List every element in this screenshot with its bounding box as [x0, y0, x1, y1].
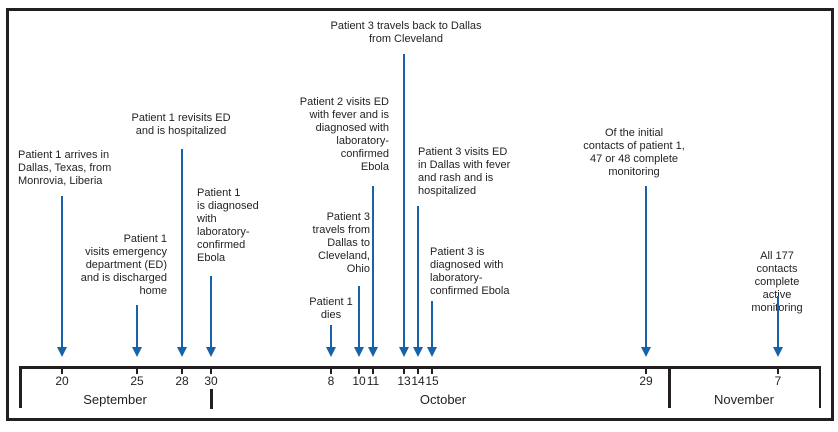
axis-tick-20	[61, 366, 63, 374]
arrow-shaft	[357, 286, 361, 348]
arrow-down-icon	[131, 347, 142, 357]
axis-tick-label-7: 7	[774, 374, 782, 388]
axis-tick-label-28: 28	[175, 374, 189, 388]
axis-right-bracket	[818, 366, 822, 408]
axis-tick-11	[372, 366, 374, 374]
axis-tick-label-30: 30	[204, 374, 218, 388]
axis-tick-label-13: 13	[397, 374, 411, 388]
arrow-shaft	[402, 54, 406, 348]
axis-tick-15	[431, 366, 433, 374]
axis-tick-label-25: 25	[130, 374, 144, 388]
axis-tick-label-14: 14	[411, 374, 425, 388]
axis-tick-29	[645, 366, 647, 374]
event-arrow-patient1-dies	[325, 325, 337, 357]
arrow-shaft	[371, 186, 375, 348]
axis-tick-25	[136, 366, 138, 374]
event-arrow-all-contacts-complete	[772, 296, 784, 357]
event-label-patient3-diagnosed: Patient 3 is diagnosed with laboratory- …	[430, 246, 510, 297]
figure-border	[6, 8, 834, 421]
arrow-shaft	[430, 301, 434, 348]
event-arrow-patient1-contacts-complete	[640, 186, 652, 357]
axis-tick-label-10: 10	[352, 374, 366, 388]
arrow-shaft	[644, 186, 648, 348]
arrow-shaft	[135, 305, 139, 348]
event-arrow-patient2-diagnosed	[367, 186, 379, 357]
axis-tick-10	[358, 366, 360, 374]
month-label-september: September	[83, 392, 147, 407]
event-arrow-patient3-visits-ed	[412, 206, 424, 357]
arrow-down-icon	[367, 347, 378, 357]
axis-tick-label-15: 15	[425, 374, 439, 388]
september-october-divider	[210, 389, 213, 409]
event-arrow-patient1-diagnosed	[205, 276, 217, 357]
axis-tick-8	[330, 366, 332, 374]
axis-tick-28	[181, 366, 183, 374]
timeline-axis-line	[19, 366, 821, 369]
event-label-patient3-travels-to-cleveland: Patient 3 travels from Dallas to Clevela…	[312, 211, 370, 275]
event-arrow-patient3-travels-back	[398, 54, 410, 357]
arrow-down-icon	[176, 347, 187, 357]
arrow-down-icon	[412, 347, 423, 357]
arrow-shaft	[329, 325, 333, 348]
arrow-down-icon	[325, 347, 336, 357]
arrow-shaft	[776, 296, 780, 348]
axis-tick-7	[777, 366, 779, 374]
arrow-shaft	[180, 149, 184, 348]
arrow-shaft	[416, 206, 420, 348]
arrow-down-icon	[772, 347, 783, 357]
axis-left-bracket	[19, 366, 22, 408]
event-label-patient1-arrives: Patient 1 arrives in Dallas, Texas, from…	[18, 149, 112, 187]
axis-tick-label-20: 20	[55, 374, 69, 388]
arrow-shaft	[60, 196, 64, 348]
event-label-patient1-revisits-ed: Patient 1 revisits ED and is hospitalize…	[131, 112, 231, 137]
event-arrow-patient1-arrives	[56, 196, 68, 357]
arrow-shaft	[209, 276, 213, 348]
month-label-november: November	[714, 392, 774, 407]
event-label-patient2-diagnosed: Patient 2 visits ED with fever and is di…	[299, 96, 389, 173]
event-label-patient3-travels-back: Patient 3 travels back to Dallas from Cl…	[330, 20, 482, 45]
arrow-down-icon	[640, 347, 651, 357]
axis-tick-30	[210, 366, 212, 374]
event-label-patient1-dies: Patient 1 dies	[309, 296, 353, 321]
event-arrow-patient1-visits-ed	[131, 305, 143, 357]
arrow-down-icon	[426, 347, 437, 357]
event-arrow-patient3-travels-to-cleveland	[353, 286, 365, 357]
axis-tick-label-29: 29	[639, 374, 653, 388]
event-label-patient1-visits-ed: Patient 1 visits emergency department (E…	[80, 233, 167, 297]
arrow-down-icon	[353, 347, 364, 357]
event-label-patient3-visits-ed: Patient 3 visits ED in Dallas with fever…	[418, 146, 511, 197]
month-label-october: October	[419, 392, 467, 407]
arrow-down-icon	[56, 347, 67, 357]
event-arrow-patient1-revisits-ed	[176, 149, 188, 357]
event-label-patient1-diagnosed: Patient 1 is diagnosed with laboratory- …	[197, 187, 259, 264]
arrow-down-icon	[398, 347, 409, 357]
arrow-down-icon	[205, 347, 216, 357]
axis-tick-label-11: 11	[366, 374, 380, 388]
axis-tick-label-8: 8	[327, 374, 335, 388]
axis-tick-13	[403, 366, 405, 374]
event-label-patient1-contacts-complete: Of the initial contacts of patient 1, 47…	[583, 127, 685, 178]
event-arrow-patient3-diagnosed	[426, 301, 438, 357]
axis-tick-14	[417, 366, 419, 374]
october-november-divider	[668, 366, 671, 408]
